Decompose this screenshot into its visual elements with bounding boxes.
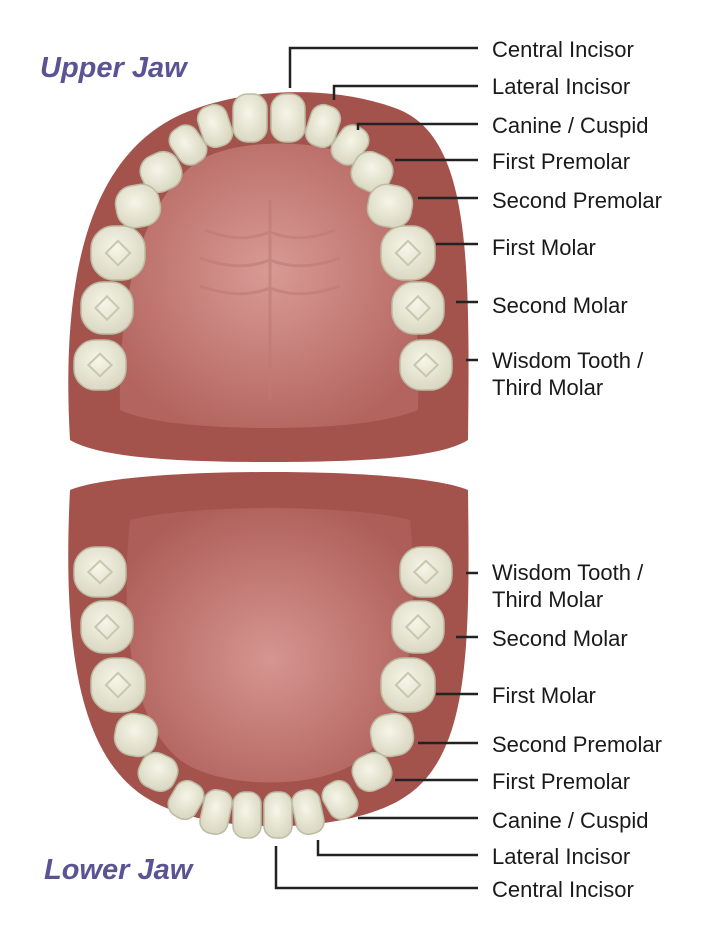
upper-leader-line xyxy=(288,46,478,88)
upper-tooth-second-premolar xyxy=(114,183,162,229)
lower-label-lateral-incisor: Lateral Incisor xyxy=(492,843,630,870)
lower-label-second-premolar: Second Premolar xyxy=(492,731,662,758)
upper-tooth-central-incisor xyxy=(232,93,268,143)
lower-leader-line xyxy=(274,846,478,890)
upper-label-lateral-incisor: Lateral Incisor xyxy=(492,73,630,100)
lower-tooth-second-premolar xyxy=(113,712,159,758)
label-line: First Premolar xyxy=(492,149,631,174)
upper-tooth-second-molar xyxy=(391,281,445,335)
label-line: First Molar xyxy=(492,683,596,708)
lower-tooth-second-molar xyxy=(391,600,445,654)
lower-tooth-lateral-incisor xyxy=(291,789,325,835)
upper-tooth-first-molar xyxy=(90,225,146,281)
lower-jaw-title: Lower Jaw xyxy=(44,854,193,886)
leader-lines xyxy=(274,46,478,890)
upper-tooth-third-molar xyxy=(73,339,127,391)
label-line: Second Premolar xyxy=(492,188,662,213)
lower-tooth-canine xyxy=(167,779,205,821)
lower-tooth-central-incisor xyxy=(232,791,262,839)
label-line: Third Molar xyxy=(492,587,604,612)
upper-label-second-premolar: Second Premolar xyxy=(492,187,662,214)
upper-tooth-canine xyxy=(168,124,208,166)
lower-tooth-second-premolar xyxy=(369,712,415,758)
upper-label-second-molar: Second Molar xyxy=(492,292,628,319)
lower-label-first-molar: First Molar xyxy=(492,682,596,709)
label-line: Wisdom Tooth / xyxy=(492,560,644,585)
upper-tooth-lateral-incisor xyxy=(304,103,342,149)
upper-tooth-lateral-incisor xyxy=(196,103,234,149)
lower-tooth-lateral-incisor xyxy=(199,789,233,835)
upper-label-wisdom-tooth-third-molar: Wisdom Tooth /Third Molar xyxy=(492,347,643,401)
lower-leader-line xyxy=(316,840,478,857)
lower-label-first-premolar: First Premolar xyxy=(492,768,630,795)
label-line: First Molar xyxy=(492,235,596,260)
lower-label-wisdom-tooth-third-molar: Wisdom Tooth /Third Molar xyxy=(492,559,643,613)
lower-teeth xyxy=(73,546,453,839)
lower-tooth-first-molar xyxy=(380,657,436,713)
label-line: Wisdom Tooth / xyxy=(492,348,644,373)
label-line: Third Molar xyxy=(492,375,604,400)
upper-tooth-third-molar xyxy=(399,339,453,391)
label-line: Central Incisor xyxy=(492,37,634,62)
upper-jaw-title: Upper Jaw xyxy=(40,52,187,84)
upper-teeth xyxy=(73,93,453,391)
upper-tooth-central-incisor xyxy=(270,93,306,143)
upper-tooth-first-premolar xyxy=(350,150,394,194)
tongue xyxy=(126,508,414,783)
lower-label-canine-cuspid: Canine / Cuspid xyxy=(492,807,649,834)
label-line: Lateral Incisor xyxy=(492,844,631,869)
label-line: Second Molar xyxy=(492,293,628,318)
upper-tooth-first-molar xyxy=(380,225,436,281)
upper-leader-line xyxy=(356,122,478,130)
label-line: Second Premolar xyxy=(492,732,662,757)
lower-label-central-incisor: Central Incisor xyxy=(492,876,634,903)
lower-tooth-third-molar xyxy=(73,546,127,598)
upper-tooth-second-premolar xyxy=(366,183,414,229)
label-line: Lateral Incisor xyxy=(492,74,631,99)
upper-tooth-first-premolar xyxy=(139,150,183,194)
lower-tooth-second-molar xyxy=(80,600,134,654)
label-line: First Premolar xyxy=(492,769,631,794)
upper-label-first-premolar: First Premolar xyxy=(492,148,630,175)
upper-tooth-second-molar xyxy=(80,281,134,335)
lower-tooth-first-premolar xyxy=(351,751,393,793)
lower-tooth-central-incisor xyxy=(263,791,293,839)
upper-leader-line xyxy=(332,84,478,100)
label-line: Canine / Cuspid xyxy=(492,808,649,833)
lower-tooth-first-premolar xyxy=(137,751,179,793)
label-line: Central Incisor xyxy=(492,877,634,902)
lower-tooth-third-molar xyxy=(399,546,453,598)
lower-label-second-molar: Second Molar xyxy=(492,625,628,652)
upper-label-central-incisor: Central Incisor xyxy=(492,36,634,63)
upper-label-first-molar: First Molar xyxy=(492,234,596,261)
upper-label-canine-cuspid: Canine / Cuspid xyxy=(492,112,649,139)
label-line: Second Molar xyxy=(492,626,628,651)
lower-tooth-canine xyxy=(321,779,359,821)
lower-tooth-first-molar xyxy=(90,657,146,713)
palate-ridges xyxy=(199,200,341,400)
label-line: Canine / Cuspid xyxy=(492,113,649,138)
